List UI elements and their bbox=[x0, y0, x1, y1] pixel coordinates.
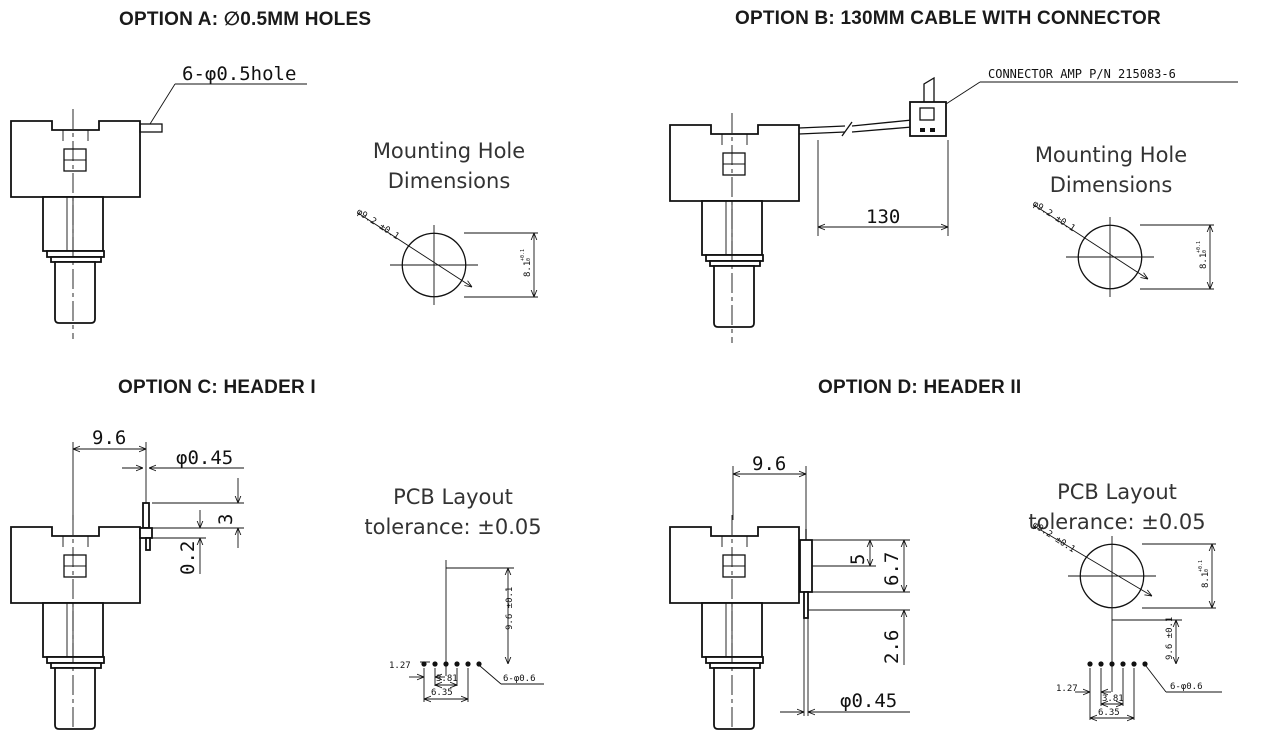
pcb-caption-c: PCB Layout tolerance: ±0.05 bbox=[358, 482, 548, 542]
dia-92-d: φ9.2 ±0.1 bbox=[1030, 520, 1076, 555]
flat-81-a: 8.1 bbox=[523, 261, 533, 277]
option-a-drawing bbox=[10, 108, 163, 340]
pad-d-6 bbox=[1142, 661, 1148, 667]
flat-81-b: 8.1 bbox=[1199, 253, 1209, 269]
dia-92-a: φ9.2 ±0.1 bbox=[354, 207, 400, 242]
pad-4 bbox=[454, 661, 460, 667]
dim-67-d: 6.7 bbox=[881, 552, 903, 586]
option-b-drawing bbox=[669, 112, 800, 344]
mounting-caption-a: Mounting Hole Dimensions bbox=[364, 136, 534, 196]
option-c-drawing bbox=[10, 514, 141, 730]
pad-d-3 bbox=[1109, 661, 1115, 667]
option-d-header: 9.6 5 6.7 2.6 φ0.45 bbox=[732, 453, 910, 716]
dim-5-d: 5 bbox=[847, 554, 869, 565]
pad-5 bbox=[465, 661, 471, 667]
option-c-title: OPTION C: HEADER I bbox=[118, 377, 316, 398]
option-a-hole-note: 6-φ0.5hole bbox=[149, 63, 307, 125]
mounting-caption-b: Mounting Hole Dimensions bbox=[1026, 140, 1196, 200]
dim-3-c: 3 bbox=[215, 514, 237, 525]
pad-d-2 bbox=[1098, 661, 1104, 667]
mounting-caption-b-line1: Mounting Hole bbox=[1034, 143, 1188, 167]
pcb-caption-c-line2: tolerance: ±0.05 bbox=[364, 515, 542, 539]
option-b-cable: CONNECTOR AMP P/N 215083-6 130 bbox=[798, 67, 1238, 236]
cable-length-text: 130 bbox=[866, 206, 900, 228]
span-381-c: 3.81 bbox=[436, 674, 458, 684]
pin-dia-d: φ0.45 bbox=[840, 690, 897, 712]
mounting-caption-a-line1: Mounting Hole bbox=[372, 139, 526, 163]
pin-dia-c: φ0.45 bbox=[176, 447, 233, 469]
dim-02-c: 0.2 bbox=[177, 541, 199, 575]
option-d-drawing bbox=[669, 514, 800, 730]
hole-note-text: 6-φ0.5hole bbox=[182, 63, 296, 85]
pad-1 bbox=[421, 661, 427, 667]
option-b-title: OPTION B: 130MM CABLE WITH CONNECTOR bbox=[735, 8, 1161, 29]
option-a-title: OPTION A: ∅0.5MM HOLES bbox=[119, 9, 372, 30]
span-635-d: 6.35 bbox=[1098, 708, 1120, 718]
tol-81-d-lo: 0 bbox=[1204, 569, 1210, 572]
pitch-127-d: 1.27 bbox=[1056, 684, 1078, 694]
pcb-caption-c-line1: PCB Layout bbox=[393, 485, 513, 509]
option-d-mounting-hole: φ9.2 ±0.1 8.1 +0.1 0 bbox=[1030, 520, 1216, 617]
pad-2 bbox=[432, 661, 438, 667]
option-d-pcb: 9.6 ±0.1 1.27 3.81 6.35 6-φ0.6 bbox=[1056, 616, 1222, 720]
option-a-mounting-hole: φ9.2 ±0.1 8.1 +0.1 0 bbox=[354, 207, 538, 306]
option-d-title: OPTION D: HEADER II bbox=[818, 377, 1022, 398]
pitch-127-c: 1.27 bbox=[389, 661, 411, 671]
dia-92-b: φ9.2 ±0.1 bbox=[1030, 199, 1076, 234]
tol-81-a-lo: 0 bbox=[526, 258, 532, 261]
flat-81-d: 8.1 bbox=[1201, 572, 1211, 588]
option-b-mounting-hole: φ9.2 ±0.1 8.1 +0.1 0 bbox=[1030, 199, 1214, 298]
tol-81-b-up: +0.1 bbox=[1196, 241, 1202, 253]
tol-81-b-lo: 0 bbox=[1202, 250, 1208, 253]
pad-note-c: 6-φ0.6 bbox=[503, 674, 536, 684]
pcb-caption-d: PCB Layout tolerance: ±0.05 bbox=[1022, 477, 1212, 537]
option-c-header: 9.6 φ0.45 3 0.2 bbox=[72, 427, 244, 575]
pcb-96-d: 9.6 ±0.1 bbox=[1165, 617, 1175, 660]
mounting-caption-a-line2: Dimensions bbox=[387, 169, 511, 193]
dim-26-d: 2.6 bbox=[881, 630, 903, 664]
pad-d-1 bbox=[1087, 661, 1093, 667]
mounting-caption-b-line2: Dimensions bbox=[1049, 173, 1173, 197]
pad-d-5 bbox=[1131, 661, 1137, 667]
span-381-d: 3.81 bbox=[1102, 694, 1124, 704]
span-635-c: 6.35 bbox=[431, 688, 453, 698]
offset-96-d: 9.6 bbox=[752, 453, 786, 475]
tol-81-a-up: +0.1 bbox=[520, 249, 526, 261]
pcb-caption-d-line2: tolerance: ±0.05 bbox=[1028, 510, 1206, 534]
pad-6 bbox=[476, 661, 482, 667]
pcb-96-c: 9.6 ±0.1 bbox=[505, 587, 515, 630]
pad-note-d: 6-φ0.6 bbox=[1170, 682, 1203, 692]
tol-81-d-up: +0.1 bbox=[1198, 560, 1204, 572]
pad-d-4 bbox=[1120, 661, 1126, 667]
offset-96-c: 9.6 bbox=[92, 427, 126, 449]
option-c-pcb: 9.6 ±0.1 1.27 3.81 6.35 6-φ0.6 bbox=[389, 560, 544, 702]
connector-note-text: CONNECTOR AMP P/N 215083-6 bbox=[988, 67, 1176, 81]
pcb-caption-d-line1: PCB Layout bbox=[1057, 480, 1177, 504]
pad-3 bbox=[443, 661, 449, 667]
